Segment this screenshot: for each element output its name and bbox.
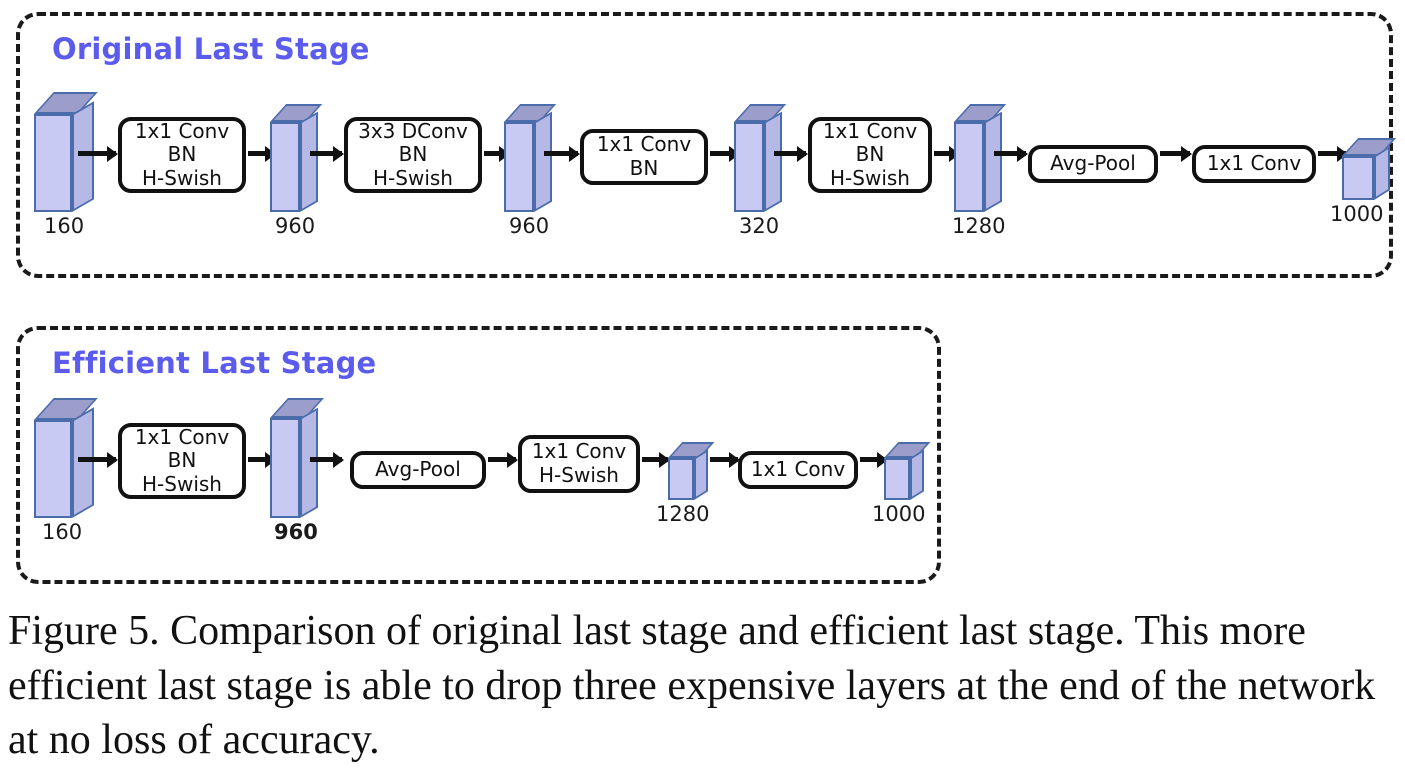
feature-block-1280-label: 1280 — [952, 214, 1006, 238]
feature-block-960-b-label: 960 — [509, 214, 550, 238]
arrow-e7 — [860, 457, 886, 462]
op-eff-avg-pool: Avg-Pool — [350, 451, 486, 489]
flow-original: 160 1x1 Conv BN H-Swish 960 3x3 DConv BN… — [20, 16, 1397, 274]
feature-block-eff-960-label: 960 — [274, 520, 318, 544]
block-side-face — [694, 449, 708, 500]
op-1x1-conv-bn-hswish-2: 1x1 Conv BN H-Swish — [808, 117, 932, 193]
arrow-e6 — [710, 457, 738, 462]
block-side-face — [764, 111, 782, 212]
block-front-face — [668, 458, 694, 500]
feature-block-1280 — [954, 104, 1007, 212]
feature-block-eff-160 — [34, 398, 98, 518]
op-line: 3x3 DConv — [358, 118, 468, 143]
feature-block-160 — [34, 92, 98, 212]
arrow-3 — [310, 151, 342, 156]
op-line: H-Swish — [373, 165, 453, 190]
feature-block-1000 — [1342, 138, 1397, 200]
op-line: BN — [167, 142, 197, 167]
stage-original-last-stage: Original Last Stage 160 1x1 Conv BN H-Sw… — [16, 12, 1397, 278]
feature-block-eff-1000 — [884, 442, 931, 500]
feature-block-320 — [734, 104, 787, 212]
block-side-face — [72, 407, 94, 518]
arrow-7 — [774, 151, 806, 156]
block-front-face — [1342, 156, 1374, 200]
op-line: BN — [398, 142, 428, 167]
arrow-11 — [1318, 151, 1346, 156]
arrow-e2 — [248, 457, 274, 462]
op-line: BN — [167, 448, 197, 473]
op-line: 1x1 Conv — [531, 439, 627, 464]
feature-block-160-label: 160 — [44, 214, 85, 238]
block-side-face — [534, 111, 552, 212]
block-front-face — [34, 114, 72, 212]
arrow-2 — [248, 151, 274, 156]
op-line: 1x1 Conv — [134, 118, 230, 143]
op-eff-1x1-conv-hswish: 1x1 Conv H-Swish — [518, 435, 640, 493]
op-line: 1x1 Conv — [822, 118, 918, 143]
op-line: H-Swish — [142, 471, 222, 496]
op-line: 1x1 Conv — [596, 132, 692, 157]
stage-efficient-title: Efficient Last Stage — [52, 346, 377, 380]
op-line: 1x1 Conv — [750, 457, 846, 482]
feature-block-1000-label: 1000 — [1330, 202, 1384, 226]
block-front-face — [884, 458, 910, 500]
op-eff-1x1-conv-final: 1x1 Conv — [738, 451, 858, 489]
feature-block-eff-1000-label: 1000 — [872, 502, 926, 526]
arrow-e4 — [488, 457, 516, 462]
block-front-face — [270, 122, 300, 212]
feature-block-960-a-label: 960 — [275, 214, 316, 238]
arrow-e5 — [642, 457, 668, 462]
op-1x1-conv-bn: 1x1 Conv BN — [580, 129, 708, 185]
op-line: 1x1 Conv — [1206, 151, 1302, 176]
arrow-5 — [544, 151, 578, 156]
op-eff-1x1-conv-bn-hswish: 1x1 Conv BN H-Swish — [118, 423, 246, 499]
flow-efficient: 160 1x1 Conv BN H-Swish 960 Avg-Pool 1x1… — [20, 330, 937, 580]
arrow-10 — [1160, 151, 1190, 156]
block-side-face — [300, 111, 318, 212]
block-side-face — [72, 101, 94, 212]
op-line: Avg-Pool — [375, 457, 461, 482]
feature-block-eff-1280-label: 1280 — [656, 502, 710, 526]
feature-block-960-a — [270, 104, 323, 212]
arrow-e3 — [310, 457, 342, 462]
op-line: H-Swish — [142, 165, 222, 190]
stage-efficient-last-stage: Efficient Last Stage 160 1x1 Conv BN H-S… — [16, 326, 941, 584]
arrow-e1 — [78, 457, 116, 462]
feature-block-960-b — [504, 104, 557, 212]
block-front-face — [270, 418, 300, 518]
arrow-8 — [934, 151, 958, 156]
op-1x1-conv-bn-hswish-1: 1x1 Conv BN H-Swish — [118, 117, 246, 193]
block-side-face — [1374, 146, 1390, 200]
stage-original-title: Original Last Stage — [52, 32, 370, 66]
op-line: H-Swish — [539, 463, 619, 487]
figure-caption: Figure 5. Comparison of original last st… — [8, 608, 1376, 764]
block-side-face — [984, 111, 1002, 212]
op-line: 1x1 Conv — [134, 424, 230, 449]
arrow-1 — [78, 151, 116, 156]
op-1x1-conv-final: 1x1 Conv — [1192, 145, 1316, 183]
block-side-face — [300, 407, 318, 518]
block-front-face — [734, 122, 764, 212]
feature-block-eff-960 — [270, 398, 325, 518]
block-side-face — [910, 449, 924, 500]
arrow-6 — [710, 151, 738, 156]
op-line: BN — [855, 142, 885, 167]
op-3x3-dconv-bn-hswish: 3x3 DConv BN H-Swish — [344, 117, 482, 193]
op-line: BN — [629, 156, 659, 180]
arrow-4 — [484, 151, 508, 156]
feature-block-eff-1280 — [668, 442, 715, 500]
feature-block-eff-160-label: 160 — [42, 520, 83, 544]
block-front-face — [34, 420, 72, 518]
op-avg-pool: Avg-Pool — [1028, 145, 1158, 183]
op-line: Avg-Pool — [1050, 151, 1136, 176]
op-line: H-Swish — [830, 165, 910, 190]
block-front-face — [504, 122, 534, 212]
block-front-face — [954, 122, 984, 212]
arrow-9 — [994, 151, 1026, 156]
feature-block-320-label: 320 — [739, 214, 780, 238]
